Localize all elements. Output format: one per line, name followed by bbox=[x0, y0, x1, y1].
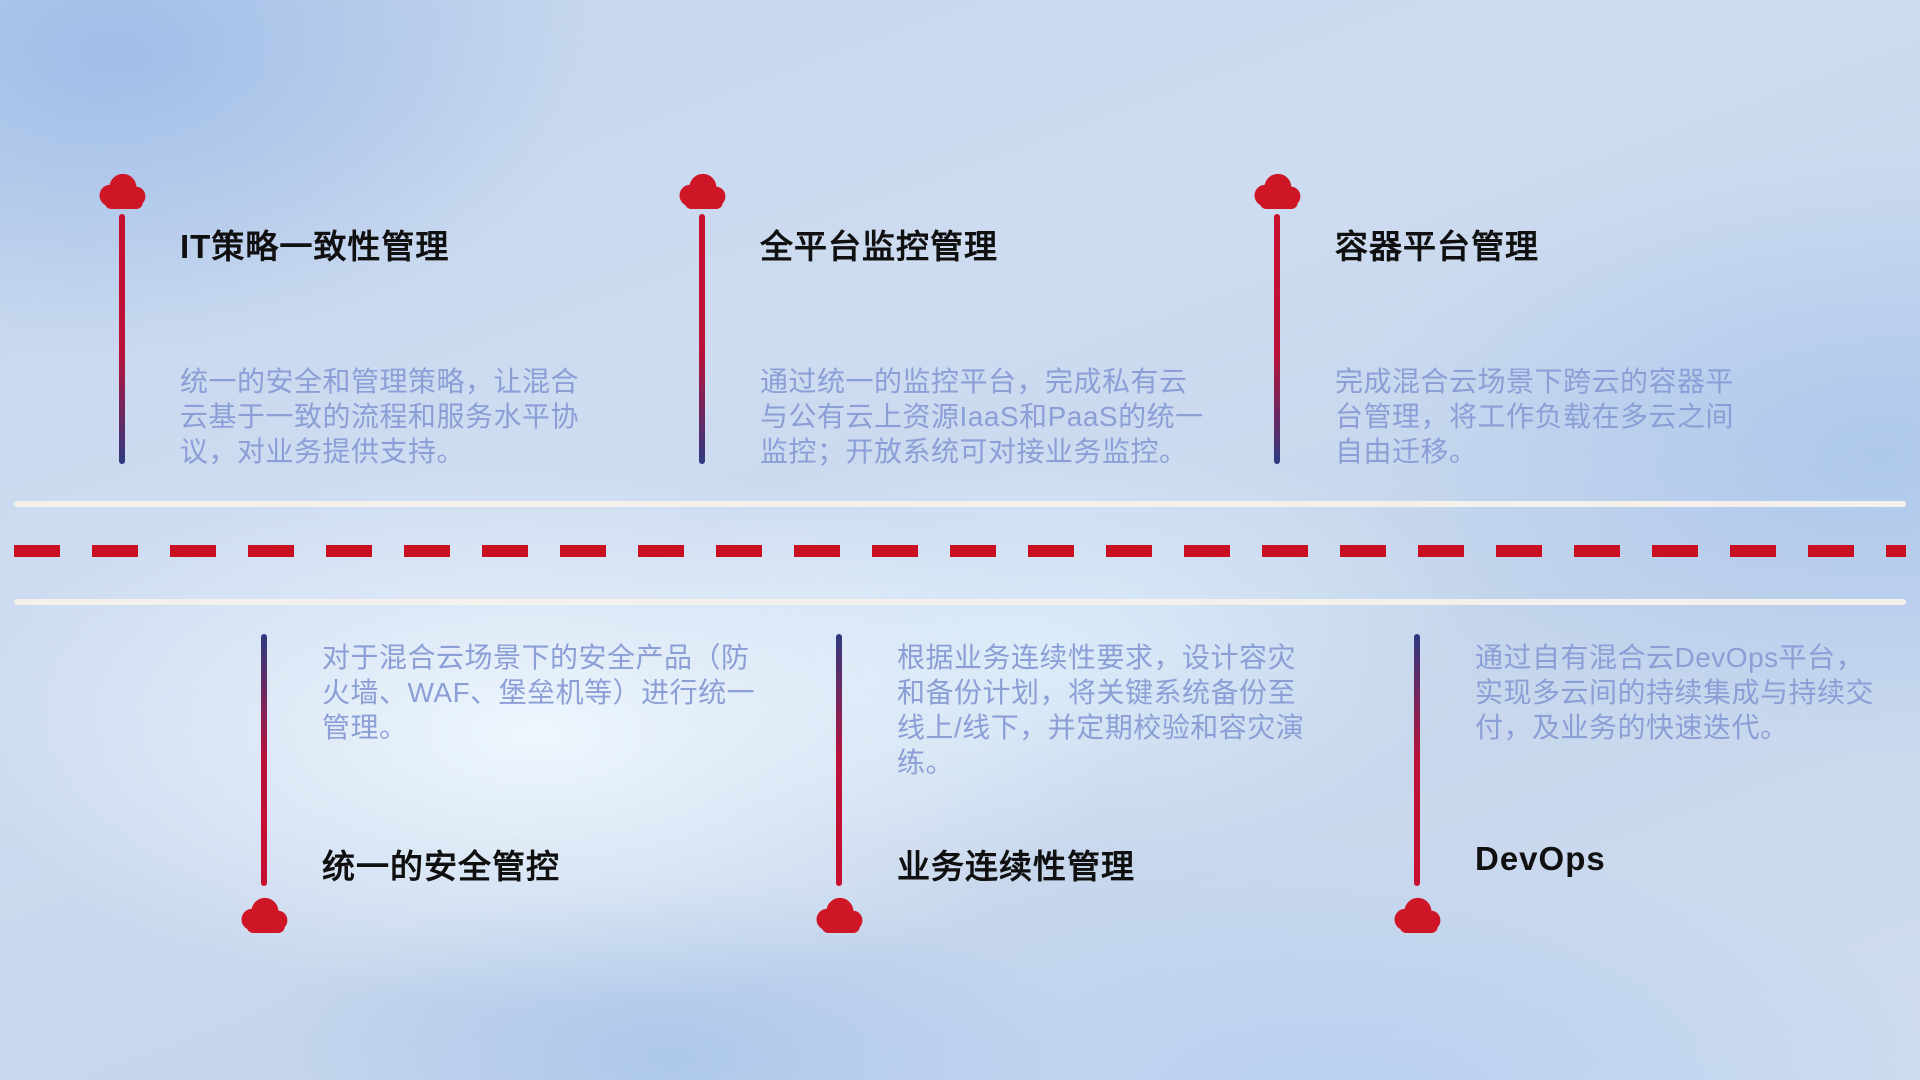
cloud-icon bbox=[1250, 172, 1304, 210]
feature-description: 通过统一的监控平台，完成私有云与公有云上资源IaaS和PaaS的统一监控；开放系… bbox=[760, 366, 1204, 467]
road-dashed-center-line bbox=[14, 545, 1906, 557]
feature-item-devops: 通过自有混合云DevOps平台，实现多云间的持续集成与持续交付，及业务的快速迭代… bbox=[1390, 634, 1910, 964]
feature-item-security-control: 对于混合云场景下的安全产品（防火墙、WAF、堡垒机等）进行统一管理。 统一的安全… bbox=[237, 634, 757, 964]
feature-item-it-policy: IT策略一致性管理 统一的安全和管理策略，让混合云基于一致的流程和服务水平协议，… bbox=[95, 172, 615, 492]
feature-title: 全平台监控管理 bbox=[760, 228, 998, 265]
timeline-connector bbox=[836, 634, 842, 886]
feature-title: IT策略一致性管理 bbox=[180, 228, 450, 265]
feature-description: 根据业务连续性要求，设计容灾和备份计划，将关键系统备份至线上/线下，并定期校验和… bbox=[897, 642, 1305, 778]
timeline-connector bbox=[699, 214, 705, 464]
road-line-bottom bbox=[14, 599, 1906, 605]
feature-description: 统一的安全和管理策略，让混合云基于一致的流程和服务水平协议，对业务提供支持。 bbox=[180, 366, 580, 467]
cloud-icon bbox=[812, 896, 866, 934]
timeline-connector bbox=[1274, 214, 1280, 464]
feature-item-business-continuity: 根据业务连续性要求，设计容灾和备份计划，将关键系统备份至线上/线下，并定期校验和… bbox=[812, 634, 1332, 964]
feature-title: 容器平台管理 bbox=[1335, 228, 1539, 265]
timeline-connector bbox=[261, 634, 267, 886]
feature-item-monitoring: 全平台监控管理 通过统一的监控平台，完成私有云与公有云上资源IaaS和PaaS的… bbox=[675, 172, 1203, 492]
feature-description: 通过自有混合云DevOps平台，实现多云间的持续集成与持续交付，及业务的快速迭代… bbox=[1475, 642, 1875, 743]
feature-description: 完成混合云场景下跨云的容器平台管理，将工作负载在多云之间自由迁移。 bbox=[1335, 366, 1735, 467]
feature-item-container-platform: 容器平台管理 完成混合云场景下跨云的容器平台管理，将工作负载在多云之间自由迁移。 bbox=[1250, 172, 1770, 492]
cloud-icon bbox=[237, 896, 291, 934]
timeline-connector bbox=[1414, 634, 1420, 886]
cloud-icon bbox=[1390, 896, 1444, 934]
road-line-top bbox=[14, 501, 1906, 507]
feature-description: 对于混合云场景下的安全产品（防火墙、WAF、堡垒机等）进行统一管理。 bbox=[322, 642, 756, 743]
timeline-connector bbox=[119, 214, 125, 464]
feature-title: 统一的安全管控 bbox=[322, 848, 560, 885]
cloud-icon bbox=[675, 172, 729, 210]
feature-title: 业务连续性管理 bbox=[897, 848, 1135, 885]
cloud-icon bbox=[95, 172, 149, 210]
feature-title: DevOps bbox=[1475, 840, 1606, 877]
